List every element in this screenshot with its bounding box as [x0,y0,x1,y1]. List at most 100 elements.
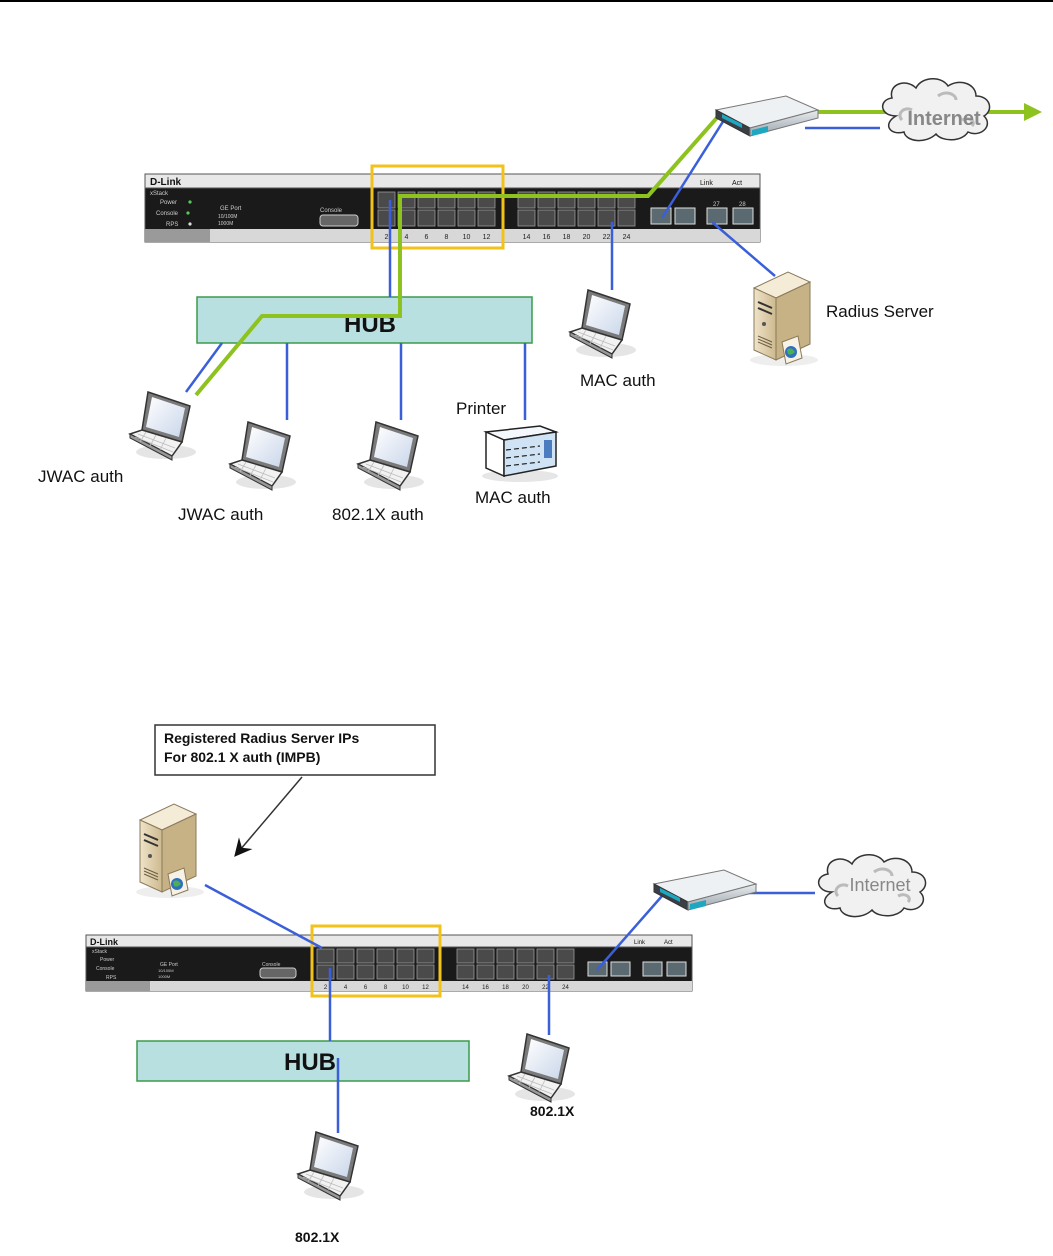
router-1 [715,95,819,137]
rj45-port [496,948,515,964]
port-number: 10 [402,985,409,991]
rj45-port [376,964,395,980]
switch-brand: D-Link [150,177,182,188]
port-number: 8 [384,985,388,991]
switch-2-speed-100: 10/100M [158,968,174,973]
rj45-port [517,209,536,227]
port-number: 18 [563,234,571,241]
client-label-jwac-2: JWAC auth [178,505,263,524]
highlighted-ports-box-2 [310,924,442,998]
client-label-hub-8021x: 802.1X [295,1229,340,1245]
switch-2-brand: D-Link [90,937,119,947]
port-number: 14 [462,985,469,991]
switch-2-stack-label: xStack [92,949,108,955]
led-label-console: Console [156,211,179,217]
hub-1 [196,296,533,344]
rj45-port [356,964,375,980]
port-number: 16 [543,234,551,241]
rj45-port [336,964,355,980]
combo-port-26 [674,207,696,225]
rj45-port [516,964,535,980]
port-number: 20 [522,985,529,991]
rj45-port [536,948,555,964]
status-label-link: Link [700,180,713,187]
diagram-2: Registered Radius Server IPs For 802.1 X… [85,724,928,1245]
rj45-port [456,964,475,980]
console-label: Console [320,208,343,214]
port-number: 8 [445,234,449,241]
laptop-jwac-2 [229,421,297,491]
led-label-power: Power [160,200,177,206]
radius-server-label: Radius Server [826,302,934,321]
port-number: 20 [583,234,591,241]
diagram-2-links [204,883,815,1133]
port-number: 6 [425,234,429,241]
diagram-1: D-Link xStack Power Console RPS GE Port … [38,77,1042,524]
laptop-8021x-hub [297,1131,365,1201]
callout-line-1: Registered Radius Server IPs [164,730,360,746]
port-number: 12 [422,985,429,991]
radius-server-icon [749,271,819,367]
rj45-port [476,948,495,964]
client-label-laptop-mac: MAC auth [580,371,656,390]
switch-2-combo-26 [610,961,631,977]
uplink-label-27: 27 [713,202,720,208]
switch-2-led-power: Power [100,957,115,963]
rj45-port [496,964,515,980]
callout-box [154,724,436,776]
rj45-port [396,964,415,980]
speed-label-1000: 1000M [218,221,233,227]
port-number: 18 [502,985,509,991]
laptop-mac-auth [569,289,637,359]
callout-arrow [234,776,303,857]
rj45-port [456,948,475,964]
rj45-port [336,948,355,964]
port-number: 22 [603,234,611,241]
switch-2-status-link: Link [634,940,646,946]
auth-traffic-path [194,110,1030,397]
rj45-port [617,209,636,227]
switch-2-led-console: Console [96,966,115,972]
diagram-1-links [184,119,880,420]
rj45-port [316,964,335,980]
rj45-port [437,209,456,227]
rj45-port [537,209,556,227]
client-label-printer-mac: MAC auth [475,488,551,507]
switch-2-speed-1000: 1000M [158,974,170,979]
switch-2-ge-port: GE Port [160,962,178,968]
ge-port-label: GE Port [220,206,242,212]
client-label-8021x: 802.1X auth [332,505,424,524]
rj45-port [356,948,375,964]
client-label-jwac-1: JWAC auth [38,467,123,486]
highlighted-ports-box [370,164,505,250]
hub-2 [136,1040,470,1082]
switch-2: D-Link xStack Power Console RPS GE Port … [85,934,693,992]
switch-2-uplink-28 [666,961,687,977]
switch-2-uplink-27 [642,961,663,977]
switch-2-console-port [259,967,297,979]
port-number: 2 [385,234,389,241]
rj45-port [377,209,396,227]
port-number: 4 [344,985,348,991]
led-label-rps: RPS [166,222,178,228]
switch-2-led-rps: RPS [106,975,117,981]
laptop-jwac-1 [129,391,197,461]
rj45-port [536,964,555,980]
rj45-port [476,964,495,980]
speed-label-100: 10/100M [218,214,237,220]
rj45-port [557,209,576,227]
hub-2-label: HUB [284,1049,336,1076]
status-label-act: Act [732,180,742,187]
rj45-port [376,948,395,964]
console-port [319,214,359,227]
internet-label-2: Internet [849,875,910,895]
client-label-right-8021x: 802.1X [530,1103,575,1119]
switch-2-status-act: Act [664,940,673,946]
rj45-port [457,209,476,227]
printer-label: Printer [456,399,506,418]
rj45-port [316,948,335,964]
rj45-port [477,209,496,227]
